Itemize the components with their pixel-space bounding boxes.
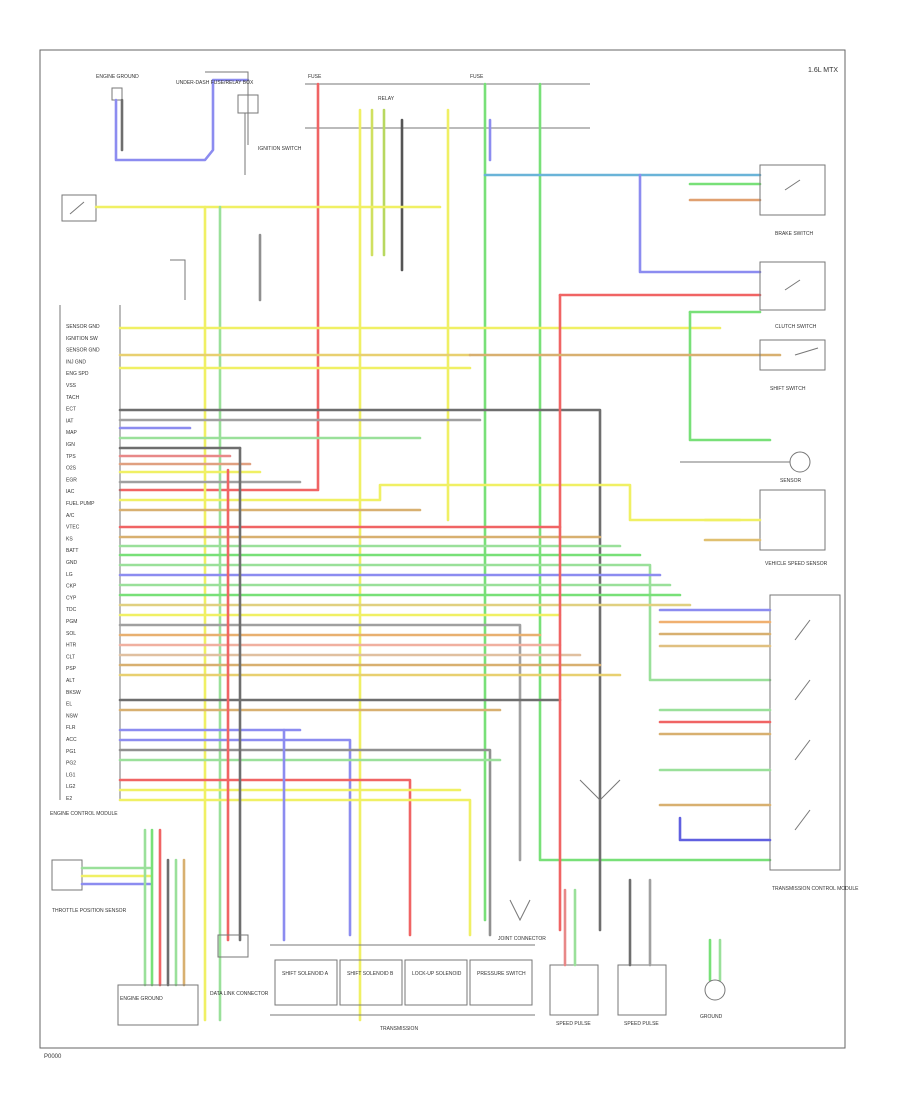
shift-switch-label: SHIFT SWITCH xyxy=(770,386,806,392)
module-pin-label: ENG SPD xyxy=(66,371,89,377)
module-pin-label: FUEL PUMP xyxy=(66,501,95,507)
diagram-frame xyxy=(39,49,846,1049)
module-pin-label: PSP xyxy=(66,666,77,672)
clutch-switch-label: CLUTCH SWITCH xyxy=(775,324,817,330)
module-pin-label: IGN xyxy=(66,442,75,448)
speed-sensor-component: VEHICLE SPEED SENSOR xyxy=(703,489,828,567)
relay-left-label: RELAY xyxy=(378,96,395,102)
module-pin-label: INJ GND xyxy=(66,359,86,365)
module-pin-label: EGR xyxy=(66,477,77,483)
left-switch-assembly xyxy=(61,194,97,222)
module-pin-label: LG1 xyxy=(66,772,76,778)
module-pin-label: VSS xyxy=(66,383,77,389)
engine-control-module: ENGINE CONTROL MODULE xyxy=(50,305,121,817)
module-pin-label: SENSOR GND xyxy=(66,348,100,354)
transmission-label: TRANSMISSION xyxy=(380,1026,418,1032)
module-pin-label: A/C xyxy=(66,513,75,519)
module-pin-label: CKP xyxy=(66,584,77,590)
speed-pulse-a-label: SPEED PULSE xyxy=(556,1021,591,1027)
wire-blue-top-left xyxy=(114,78,250,162)
module-pin-label: PGM xyxy=(66,619,77,625)
ignition-switch-label: IGNITION SWITCH xyxy=(258,146,302,152)
fuse-box-label: UNDER-DASH FUSE/RELAY BOX xyxy=(176,80,254,86)
transmission-group: SHIFT SOLENOID A SHIFT SOLENOID B LOCK-U… xyxy=(270,944,535,1032)
lockup-solenoid-label: LOCK-UP SOLENOID xyxy=(412,971,462,977)
module-pin-label: LG xyxy=(66,572,73,578)
module-pin-label: SENSOR GND xyxy=(66,324,100,330)
speed-pulse-b-label: SPEED PULSE xyxy=(624,1021,659,1027)
sensor-right-component: SENSOR xyxy=(680,451,811,484)
module-pin-label: IAT xyxy=(66,418,73,424)
ground-harness-bundle: ENGINE GROUND xyxy=(117,828,199,1026)
transmission-control-module: TRANSMISSION CONTROL MODULE xyxy=(658,594,859,892)
connector-bottom-label: JOINT CONNECTOR xyxy=(498,936,546,942)
module-pin-label: CLT xyxy=(66,654,75,660)
sensor-right-label: SENSOR xyxy=(780,478,802,484)
shift-switch-component: SHIFT SWITCH xyxy=(759,339,826,392)
module-pin-label: VTEC xyxy=(66,525,80,531)
solenoid-a-label: SHIFT SOLENOID A xyxy=(282,971,329,977)
speed-pulse-boxes: SPEED PULSE SPEED PULSE xyxy=(549,878,667,1027)
wire-red-top xyxy=(118,82,320,492)
speed-sensor-label: VEHICLE SPEED SENSOR xyxy=(765,561,828,567)
ignition-switch-assembly: IGNITION SWITCH xyxy=(237,94,302,175)
module-pin-label: SOL xyxy=(66,631,76,637)
corner-label: 1.6L MTX xyxy=(808,67,838,74)
module-pin-label: PG2 xyxy=(66,761,76,767)
wire-green-loop xyxy=(688,310,772,442)
module-pin-label: KS xyxy=(66,536,73,542)
module-pin-label: ECT xyxy=(66,407,76,413)
module-pin-label: ACC xyxy=(66,737,77,743)
module-pin-label: LG2 xyxy=(66,784,76,790)
joint-connector: JOINT CONNECTOR xyxy=(498,779,621,942)
module-pin-label: IAC xyxy=(66,489,75,495)
module-pin-label: TACH xyxy=(66,395,80,401)
clutch-switch-component: CLUTCH SWITCH xyxy=(759,261,826,330)
module-pin-label: FLR xyxy=(66,725,76,731)
module-pin-label: TPS xyxy=(66,454,76,460)
module-pin-label: BKSW xyxy=(66,690,81,696)
module-pin-label: E2 xyxy=(66,796,72,802)
fuse-box-outline xyxy=(205,71,249,145)
module-pin-label: GND xyxy=(66,560,78,566)
wire-green-right xyxy=(538,82,772,862)
module-pin-label: ALT xyxy=(66,678,75,684)
ground-top-left-label: ENGINE GROUND xyxy=(96,74,139,80)
small-ground xyxy=(170,259,186,300)
module-pin-label: O2S xyxy=(66,466,77,472)
module-pin-label: HTR xyxy=(66,643,77,649)
pressure-sensor-label: PRESSURE SWITCH xyxy=(477,971,526,977)
tps-label: THROTTLE POSITION SENSOR xyxy=(52,908,127,914)
module-pin-label: MAP xyxy=(66,430,78,436)
throttle-position-sensor: THROTTLE POSITION SENSOR xyxy=(51,859,152,914)
ground-bottom-right-label: GROUND xyxy=(700,1014,723,1020)
wire-blue-right xyxy=(638,173,762,274)
module-harness xyxy=(118,326,772,937)
data-link-label: DATA LINK CONNECTOR xyxy=(210,991,269,997)
data-link-connector: DATA LINK CONNECTOR xyxy=(210,934,269,997)
module-pin-label: EL xyxy=(66,702,72,708)
tcm-label: TRANSMISSION CONTROL MODULE xyxy=(772,886,859,892)
module-pin-label: BATT xyxy=(66,548,78,554)
engine-ground-label: ENGINE GROUND xyxy=(120,996,163,1002)
module-pin-label: TDC xyxy=(66,607,77,613)
page-code: P0000 xyxy=(44,1054,62,1060)
module-pin-label: IGNITION SW xyxy=(66,336,98,342)
brake-switch-component: BRAKE SWITCH xyxy=(759,164,826,237)
module-pin-label: CYP xyxy=(66,595,77,601)
brake-switch-label: BRAKE SWITCH xyxy=(775,231,813,237)
bottom-right-ground: GROUND xyxy=(700,938,726,1020)
top-fuse-b-label: FUSE xyxy=(470,74,484,80)
ecm-label: ENGINE CONTROL MODULE xyxy=(50,811,118,817)
top-left-ground-assembly: ENGINE GROUND UNDER-DASH FUSE/RELAY BOX xyxy=(96,71,254,162)
module-pin-label: PG1 xyxy=(66,749,76,755)
top-fuse-a-label: FUSE xyxy=(308,74,322,80)
solenoid-b-label: SHIFT SOLENOID B xyxy=(347,971,394,977)
module-pin-label: NSW xyxy=(66,713,78,719)
